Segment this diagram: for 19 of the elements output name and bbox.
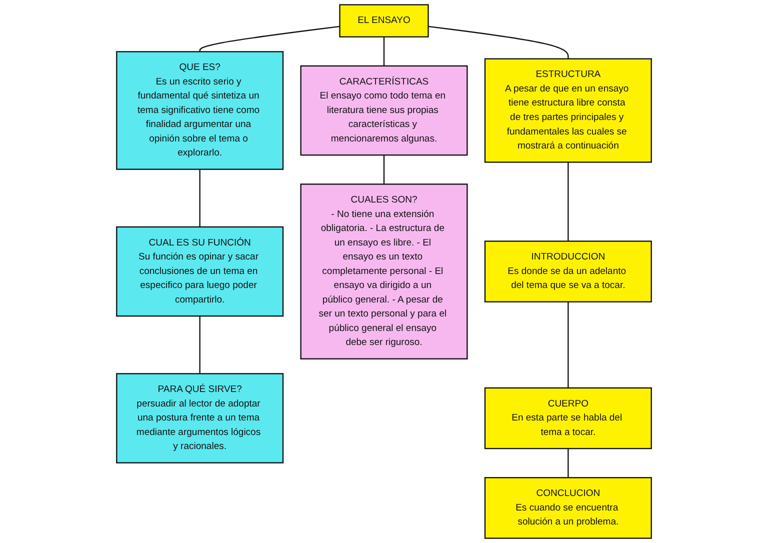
node-box: CUALES SON? - No tiene una extensión obligatoria. - La estructura de un ensayo es libre. - El ensayo es un texto completamente personal - El ensayo va dirigido a un público general. - A pesar de ser un texto personal y para el público general el ensayo debe ser riguroso. xyxy=(300,184,468,360)
node-box: CONCLUCION Es cuando se encuentra solución a un problema. xyxy=(484,477,652,539)
node-box: CUAL ES SU FUNCIÓN Su función es opinar y sacar conclusiones de un tema en especifico para luego poder compartirlo. xyxy=(116,226,284,317)
connector xyxy=(199,169,200,227)
node-box: INTRODUCCION Es donde se da un adelanto del tema que se va a tocar. xyxy=(484,240,652,302)
connector xyxy=(428,26,569,59)
connector xyxy=(199,316,200,374)
connector xyxy=(199,26,340,52)
node-box: EL ENSAYO xyxy=(339,4,429,38)
connector xyxy=(568,302,569,388)
connector xyxy=(568,448,569,478)
node-box: QUE ES? Es un escrito serio y fundamental qué sintetiza un tema significativo tiene como finalidad argumentar una opinión sobre el tema o explorarlo. xyxy=(116,51,284,170)
node-box: CUERPO En esta parte se habla del tema a tocar. xyxy=(484,387,652,450)
node-box: ESTRUCTURA A pesar de que en un ensayo tiene estructura libre consta de tres partes principales y fundamentales las cuales se mostrará a continuación xyxy=(484,58,652,163)
node-box: CARACTERÍSTICAS El ensayo como todo tema en literatura tiene sus propias características y mencionaremos algunas. xyxy=(300,65,468,156)
connector xyxy=(383,155,385,184)
connector xyxy=(383,36,385,66)
connector xyxy=(568,162,569,242)
node-box: PARA QUÉ SIRVE? persuadir al lector de adoptar una postura frente a un tema mediante argumentos lógicos y racionales. xyxy=(116,373,284,464)
